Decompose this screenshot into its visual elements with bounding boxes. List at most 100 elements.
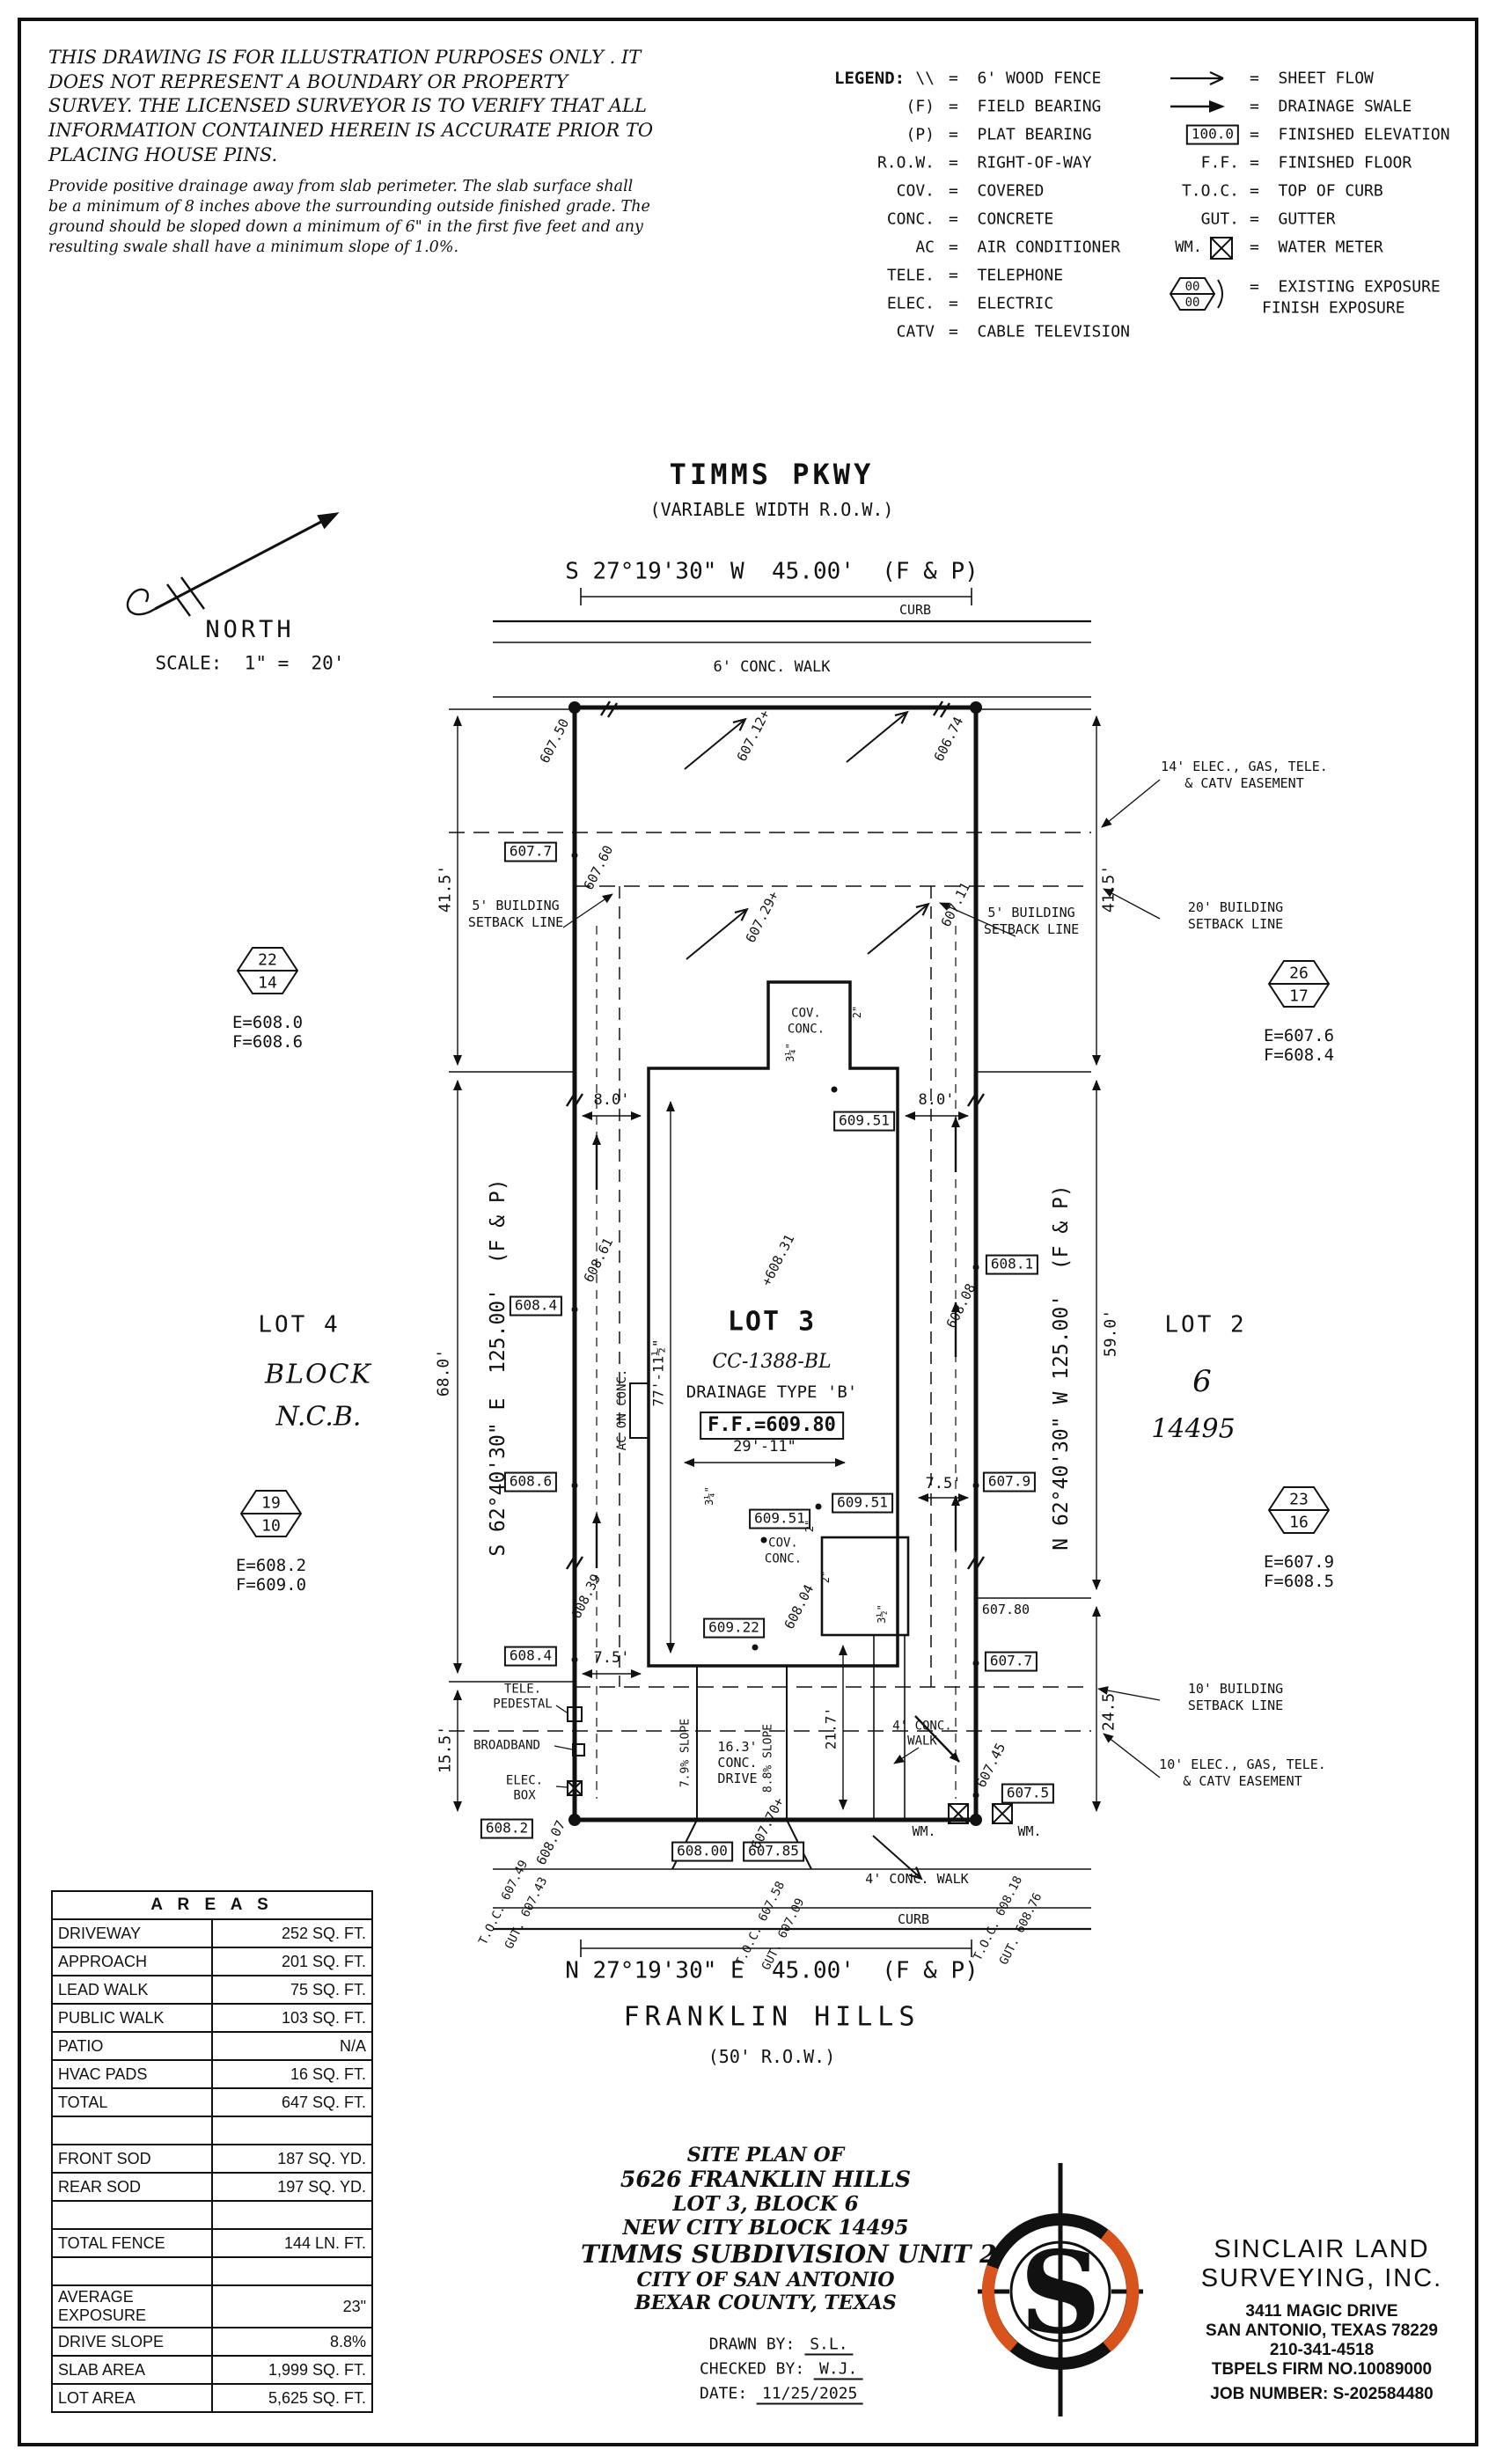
company-phone: 210-341-4518 <box>1269 2341 1375 2359</box>
legend-desc: = WATER METER <box>1250 238 1383 257</box>
dim-label: 24.5' <box>1099 1683 1118 1732</box>
walk-label-top: 6' CONC. WALK <box>713 657 831 676</box>
areas-value: N/A <box>211 2031 373 2061</box>
marker-existing: E=608.0 <box>231 1012 304 1032</box>
legend-desc: = SHEET FLOW <box>1250 69 1374 88</box>
dim-label: 7.5' <box>593 1648 630 1667</box>
hex-top-value: 00 <box>1185 280 1200 294</box>
marker-top: 23 <box>1289 1490 1309 1509</box>
areas-value: 201 SQ. FT. <box>211 1947 373 1976</box>
lot2-label: LOT 2 <box>1164 1311 1247 1338</box>
title-block: SITE PLAN OF 5626 FRANKLIN HILLS LOT 3, … <box>581 2144 997 2314</box>
areas-label: FRONT SOD <box>51 2144 213 2174</box>
dim-label: 59.0' <box>1101 1309 1120 1358</box>
legend-desc: = TOP OF CURB <box>1250 181 1383 201</box>
areas-label: LOT AREA <box>51 2383 213 2413</box>
areas-label: DRIVEWAY <box>51 1918 213 1948</box>
street-name-bottom: FRANKLIN HILLS <box>623 2001 920 2033</box>
lot4-ncb-label: N.C.B. <box>275 1401 362 1433</box>
elevation-box: 608.2 <box>480 1818 534 1839</box>
legend-desc: = 6' WOOD FENCE <box>949 69 1102 88</box>
sheet-border <box>18 18 1478 2446</box>
marker-bottom: 10 <box>261 1516 281 1536</box>
legend-desc: = COVERED <box>949 181 1045 201</box>
north-arrow-graphic <box>126 512 340 617</box>
bearing-east: N 62°40'30" W 125.00' (F & P) <box>1050 1184 1073 1551</box>
covered-concrete-label: COV. <box>791 1006 821 1021</box>
areas-value: 647 SQ. FT. <box>211 2087 373 2117</box>
elevation-box: 609.51 <box>833 1111 895 1132</box>
lot3-cc-label: CC-1388-BL <box>712 1351 832 1374</box>
dim-label: 8.0' <box>918 1090 955 1109</box>
legend-symbol: GUT. <box>1200 209 1239 229</box>
marker-top: 19 <box>261 1493 281 1513</box>
tele-pedestal-label: PEDESTAL <box>493 1697 553 1712</box>
areas-value: 5,625 SQ. FT. <box>211 2383 373 2413</box>
spot-elevation: 607.80 <box>981 1602 1030 1618</box>
areas-value: 8.8% <box>211 2327 373 2357</box>
marker-finish: F=609.0 <box>235 1574 307 1595</box>
house-width-dim: 29'-11" <box>733 1437 796 1456</box>
curb-label-bottom: CURB <box>897 1911 930 1928</box>
legend-desc: = PLAT BEARING <box>949 125 1092 144</box>
title-line: CITY OF SAN ANTONIO <box>636 2269 895 2292</box>
bearing-west: S 62°40'30" E 125.00' (F & P) <box>487 1178 510 1557</box>
title-line: LOT 3, BLOCK 6 <box>672 2192 859 2216</box>
legend-desc: = FINISHED FLOOR <box>1250 153 1412 172</box>
walk-length-dim: 21.7' <box>822 1706 840 1750</box>
drawn-by-label: DRAWN BY: <box>708 2335 796 2354</box>
areas-value: 103 SQ. FT. <box>211 2003 373 2033</box>
lot2-ncb-number: 14495 <box>1151 1413 1236 1445</box>
elevation-box: 607.5 <box>1001 1783 1055 1804</box>
areas-label <box>51 2116 213 2145</box>
easement-setback-lines <box>449 832 1091 1732</box>
street-bottom-lines <box>493 1868 1091 1957</box>
marker-finish: F=608.5 <box>1263 1571 1335 1591</box>
lot4-block-label: BLOCK <box>265 1359 372 1390</box>
company-address: SAN ANTONIO, TEXAS 78229 <box>1206 2321 1438 2340</box>
legend-symbol: CATV <box>896 322 935 341</box>
areas-value: 1,999 SQ. FT. <box>211 2355 373 2385</box>
electric-box-label: BOX <box>513 1788 536 1803</box>
conc-walk-label: 4' CONC. <box>892 1719 952 1734</box>
marker-existing: E=607.6 <box>1263 1025 1335 1045</box>
areas-label: PATIO <box>51 2031 213 2061</box>
legend-desc: = DRAINAGE SWALE <box>1250 97 1412 116</box>
areas-label <box>51 2200 213 2230</box>
dim-label: 15.5' <box>436 1725 455 1774</box>
drainage-swale-arrows <box>592 926 960 1799</box>
legend-symbol: \\ <box>915 69 935 88</box>
offset-tick: 2" <box>819 1570 832 1584</box>
areas-label: APPROACH <box>51 1947 213 1976</box>
covered-concrete-label: CONC. <box>787 1022 825 1037</box>
walk-label-bottom: 4' CONC. WALK <box>865 1871 969 1888</box>
slope-label: 7.9% SLOPE <box>678 1718 693 1788</box>
legend-desc: = CABLE TELEVISION <box>949 322 1130 341</box>
setback-callout: 5' BUILDING <box>987 905 1075 921</box>
lot-boundary <box>568 701 982 1826</box>
legend-desc: = ELECTRIC <box>949 294 1054 313</box>
areas-value: 75 SQ. FT. <box>211 1975 373 2005</box>
legend-desc: = GUTTER <box>1250 209 1336 229</box>
setback-callout: 5' BUILDING <box>472 898 560 914</box>
areas-label: TOTAL <box>51 2087 213 2117</box>
legend-symbol: TELE. <box>886 266 935 285</box>
company-block: SINCLAIR LAND SURVEYING, INC. 3411 MAGIC… <box>1170 2235 1473 2404</box>
areas-label <box>51 2256 213 2286</box>
scale-label: SCALE: 1" = 20' <box>155 652 345 674</box>
areas-value: 23" <box>211 2284 373 2328</box>
easement-callout: & CATV EASEMENT <box>1184 775 1304 792</box>
drawn-by-row: DRAWN BY: S.L. <box>671 2317 854 2372</box>
lot2-block-number: 6 <box>1192 1363 1212 1399</box>
setback-callout: SETBACK LINE <box>1187 1698 1284 1714</box>
house-depth-dim: 77'-11½" <box>649 1338 667 1407</box>
north-label: NORTH <box>205 616 295 644</box>
sheet-flow-icon <box>1170 71 1224 85</box>
